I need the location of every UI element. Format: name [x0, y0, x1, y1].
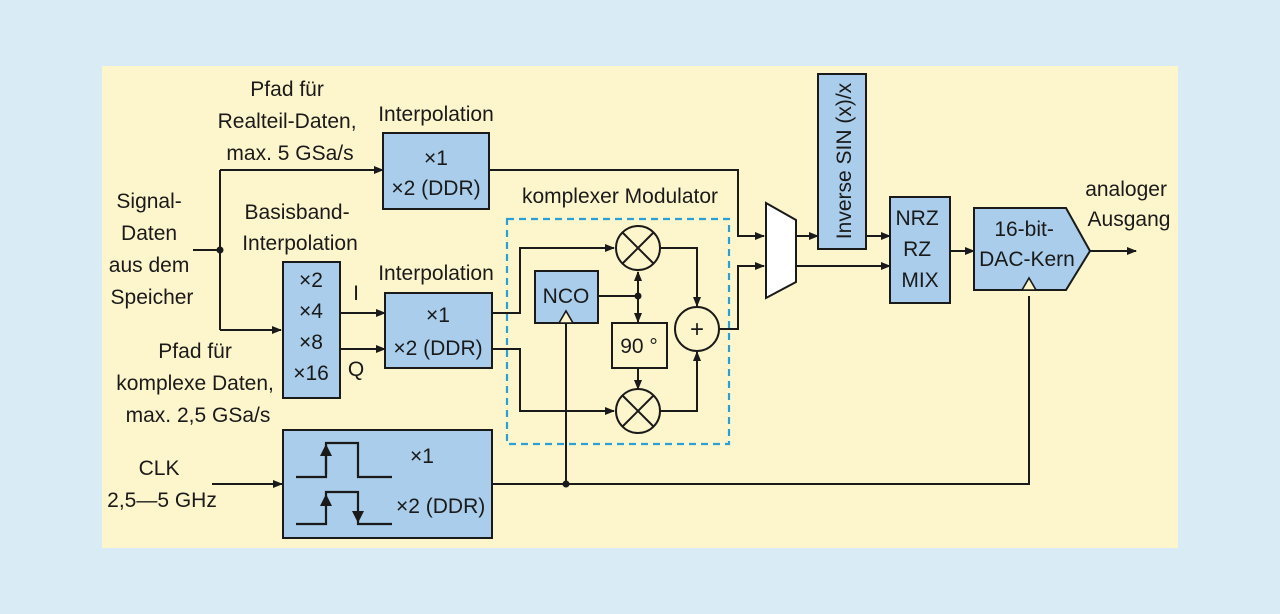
phase-shift-block	[611, 322, 668, 369]
connection-lines	[193, 166, 1137, 488]
clock-x2-falling-arrow	[352, 511, 364, 523]
dac-core-label: 16-bit- DAC-Kern	[979, 218, 1075, 271]
adder-circle	[674, 306, 720, 352]
lower-mixer	[615, 388, 661, 434]
baseband-x16: ×16	[293, 362, 329, 385]
output-label: analoger Ausgang	[1085, 178, 1173, 231]
real-path-label: Pfad für Realteil-Daten, max. 5 GSa/s	[218, 78, 363, 165]
clk-label: CLK 2,5—5 GHz	[107, 457, 217, 512]
modulator-title: komplexer Modulator	[522, 185, 718, 208]
complex-path-label: Pfad für komplexe Daten, max. 2,5 GSa/s	[116, 340, 279, 427]
signal-data-label: Signal- Daten aus dem Speicher	[109, 190, 195, 309]
interp-iq-x1: ×1	[426, 304, 450, 327]
clock-block	[282, 429, 493, 539]
clock-x2-rising-arrow	[320, 494, 332, 506]
interp-real-block	[382, 132, 490, 210]
signal-i-label: I	[353, 282, 359, 305]
clock-waveform-x2	[296, 490, 392, 526]
interp-iq-title: Interpolation	[378, 262, 494, 285]
baseband-x2: ×2	[299, 269, 323, 292]
signal-q-label: Q	[348, 358, 364, 381]
nco-label: NCO	[543, 285, 590, 308]
clock-x2-label: ×2 (DDR)	[396, 495, 485, 518]
phase-shift-label: 90 °	[620, 335, 658, 358]
dac-core-block	[973, 207, 1092, 291]
nrz-block	[889, 196, 951, 304]
multiplexer	[765, 201, 797, 300]
interp-real-x2: ×2 (DDR)	[391, 177, 480, 200]
interp-real-title: Interpolation	[378, 103, 494, 126]
nco-clock-triangle	[557, 309, 575, 324]
clock-x1-rising-arrow	[320, 444, 332, 456]
adder-label: +	[690, 316, 704, 343]
inverse-sinc-block	[817, 73, 867, 250]
upper-mixer	[615, 225, 661, 271]
interp-real-x1: ×1	[424, 147, 448, 170]
diagram-panel	[102, 66, 1178, 548]
nrz-label: NRZ RZ MIX	[895, 207, 944, 292]
clock-x1-label: ×1	[410, 445, 434, 468]
interp-iq-x2: ×2 (DDR)	[393, 337, 482, 360]
baseband-x8: ×8	[299, 331, 323, 354]
interp-iq-block	[384, 292, 493, 369]
dac-clock-triangle	[1020, 276, 1038, 291]
baseband-title: Basisband- Interpolation	[242, 201, 358, 255]
junction-dots	[216, 246, 642, 488]
modulator-dashed-box	[505, 217, 731, 446]
baseband-block	[282, 261, 341, 399]
inverse-sinc-label: Inverse SIN (x)/x	[833, 82, 856, 239]
baseband-x4: ×4	[299, 300, 323, 323]
